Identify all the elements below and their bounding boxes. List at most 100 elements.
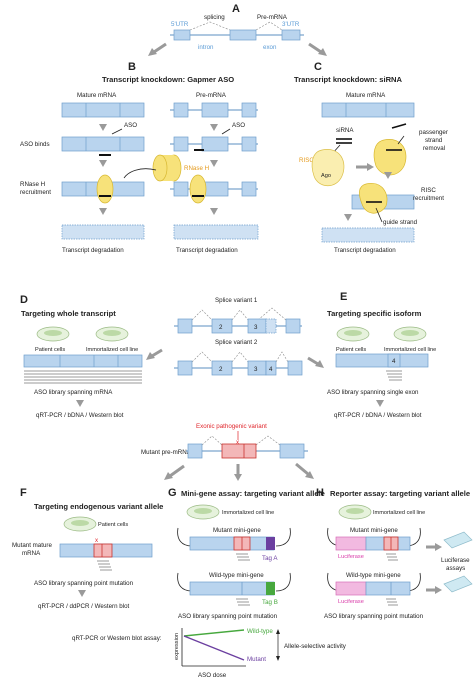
f-assay-label: qRT-PCR / ddPCR / Western blot bbox=[38, 603, 130, 610]
f-aso-library bbox=[97, 560, 112, 571]
luciferase-assays-2: assays bbox=[446, 565, 465, 572]
e-mrna: 4 bbox=[335, 353, 429, 368]
h-wt-label: Wild-type mini-gene bbox=[346, 572, 401, 579]
sv2-exon3: 3 bbox=[254, 366, 258, 373]
g-mutant-minigene: Tag A bbox=[177, 527, 291, 562]
e-assay-label: qRT-PCR / bDNA / Western blot bbox=[334, 412, 422, 419]
panel-e-title: Targeting specific isoform bbox=[327, 309, 422, 318]
rnase-h-label: RNase H bbox=[184, 165, 209, 172]
b-right-row2 bbox=[170, 136, 258, 152]
panel-c-title: Transcript knockdown: siRNA bbox=[294, 75, 403, 84]
plot-caption: qRT-PCR or Western blot assay: bbox=[72, 635, 162, 642]
f-lib-label: ASO library spanning point mutation bbox=[34, 580, 134, 587]
b-right-row1 bbox=[170, 102, 258, 118]
sv2-exon4: 4 bbox=[269, 366, 273, 373]
f-mutation-x: x bbox=[95, 537, 99, 544]
panel-d: D Targeting whole transcript Patient cel… bbox=[20, 294, 163, 419]
d-aso-library bbox=[24, 370, 142, 384]
panel-a-letter: A bbox=[232, 3, 240, 15]
c-row4 bbox=[321, 227, 415, 243]
splice-variant-2: 2 3 4 bbox=[174, 351, 303, 376]
h-mutant-label: Mutant mini-gene bbox=[350, 527, 398, 534]
sv1-exon2: 2 bbox=[219, 324, 223, 331]
panel-f: F Targeting endogenous variant allele Pa… bbox=[12, 487, 163, 610]
b-rnase-recruit-2: recruitment bbox=[20, 189, 51, 196]
c-row1 bbox=[321, 102, 415, 118]
pathogenic-label: Exonic pathogenic variant bbox=[196, 423, 267, 430]
h-wt-construct: Luciferase bbox=[327, 572, 421, 606]
b-premrna-label: Pre-mRNA bbox=[196, 92, 227, 99]
ago-label: Ago bbox=[321, 173, 331, 179]
b-right-row4 bbox=[173, 224, 259, 240]
splice-variants: Splice variant 1 2 3 Splice variant 2 2 … bbox=[174, 297, 303, 376]
c-risc-recruit-2: recruitment bbox=[413, 195, 444, 202]
panel-b-title: Transcript knockdown: Gapmer ASO bbox=[102, 75, 234, 84]
f-mutant-1: Mutant mature bbox=[12, 542, 52, 549]
e-exon4: 4 bbox=[392, 358, 396, 365]
panel-a: A 5'UTR splicing Pre-mRNA 3'UTR intron e… bbox=[148, 3, 327, 56]
e-patient-label: Patient cells bbox=[336, 347, 366, 353]
h-dish bbox=[338, 504, 372, 520]
mutant-premrna: Exonic pathogenic variant Mutant pre-mRN… bbox=[141, 423, 314, 481]
plot-ylabel: expression bbox=[174, 633, 180, 660]
mutant-curve bbox=[183, 635, 245, 661]
panel-h-letter: H bbox=[316, 487, 324, 499]
panel-g-letter: G bbox=[168, 487, 177, 499]
panel-c: C Transcript knockdown: siRNA Mature mRN… bbox=[294, 61, 448, 254]
f-dish-patient bbox=[63, 516, 97, 532]
c-row3 bbox=[351, 182, 415, 214]
mutant-x: x bbox=[236, 439, 240, 446]
c-risc-recruit-1: RISC bbox=[421, 187, 436, 194]
tag-b-label: Tag B bbox=[262, 599, 278, 606]
sv2-exon2: 2 bbox=[219, 366, 223, 373]
panel-g-title: Mini-gene assay: targeting variant allel… bbox=[181, 489, 325, 498]
panel-h-title: Reporter assay: targeting variant allele bbox=[330, 489, 470, 498]
d-lib-label: ASO library spanning mRNA bbox=[34, 389, 113, 396]
splice-variant-1: 2 3 bbox=[174, 307, 302, 334]
panel-f-letter: F bbox=[20, 487, 27, 499]
e-aso-library bbox=[386, 370, 402, 381]
g-immortal-label: Immortalized cell line bbox=[222, 510, 274, 516]
b-left-row3 bbox=[61, 174, 145, 204]
risc-label: RISC bbox=[299, 157, 314, 164]
sv1-exon3: 3 bbox=[254, 324, 258, 331]
panel-d-letter: D bbox=[20, 294, 28, 306]
e-immortal-label: Immortalized cell line bbox=[384, 347, 436, 353]
g-wt-label: Wild-type mini-gene bbox=[209, 572, 264, 579]
wt-curve bbox=[183, 629, 245, 637]
e-dish-immortal bbox=[393, 326, 427, 342]
d-mrna bbox=[23, 354, 143, 368]
sv1-label: Splice variant 1 bbox=[215, 297, 258, 304]
h-mutant-construct: Luciferase bbox=[327, 527, 421, 561]
allele-selectivity-plot: qRT-PCR or Western blot assay: expressio… bbox=[72, 628, 347, 679]
b-degradation-1: Transcript degradation bbox=[62, 247, 124, 254]
panel-d-title: Targeting whole transcript bbox=[21, 309, 116, 318]
plot-activity-label: Allele-selective activity bbox=[284, 643, 347, 650]
siRNA-label: siRNA bbox=[336, 127, 354, 134]
risc-complex: Ago bbox=[311, 149, 345, 187]
luciferase-assays-1: Luciferase bbox=[441, 557, 470, 564]
f-patient-label: Patient cells bbox=[98, 522, 128, 528]
f-mrna: x bbox=[59, 537, 153, 558]
panel-g: G Mini-gene assay: targeting variant all… bbox=[168, 487, 325, 620]
tag-a-label: Tag A bbox=[262, 555, 278, 562]
h-lib-label: ASO library spanning point mutation bbox=[324, 613, 424, 620]
g-mutant-label: Mutant mini-gene bbox=[213, 527, 261, 534]
guide-strand-label: guide strand bbox=[383, 219, 418, 226]
b-aso-label-2: ASO bbox=[232, 122, 245, 129]
plot-xlabel: ASO dose bbox=[198, 672, 227, 679]
utr3-label: 3'UTR bbox=[282, 21, 300, 28]
utr5-label: 5'UTR bbox=[171, 21, 189, 28]
passenger-1: passenger bbox=[419, 129, 448, 136]
e-dish-patient bbox=[336, 326, 370, 342]
intron-label: intron bbox=[198, 44, 214, 51]
d-dish-immortal bbox=[95, 326, 129, 342]
d-dish-patient bbox=[36, 326, 70, 342]
premrna-label: Pre-mRNA bbox=[257, 14, 288, 21]
luciferase-plates: Luciferase assays bbox=[426, 531, 473, 594]
h-luciferase-1: Luciferase bbox=[338, 554, 364, 560]
b-mature-label: Mature mRNA bbox=[77, 92, 117, 99]
g-wt-minigene: Tag B bbox=[177, 572, 291, 606]
splicing-label: splicing bbox=[204, 14, 225, 21]
d-immortal-label: Immortalized cell line bbox=[86, 347, 138, 353]
